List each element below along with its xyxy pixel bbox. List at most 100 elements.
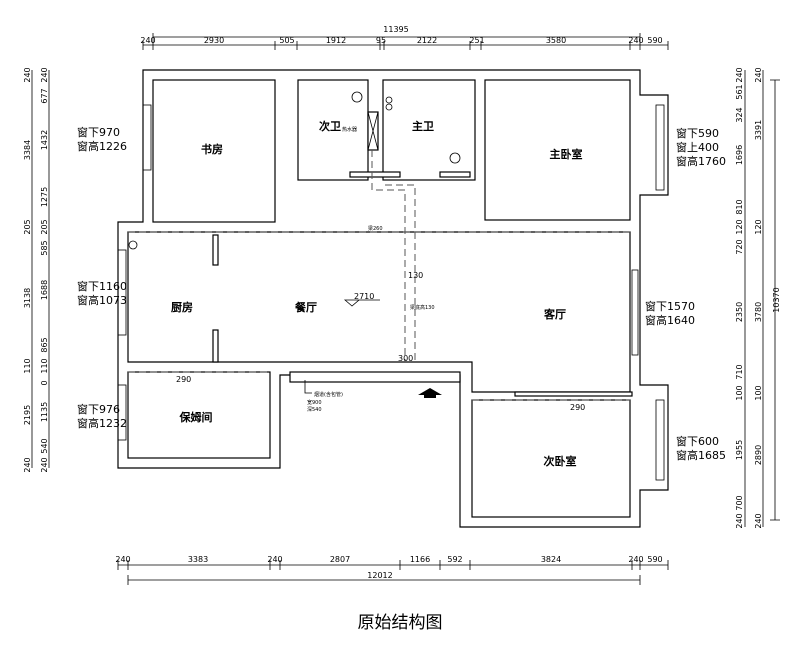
svg-text:120: 120 <box>754 219 763 234</box>
beam-label-right: 290 <box>570 403 585 412</box>
svg-text:240: 240 <box>140 36 155 45</box>
svg-text:窗高1760: 窗高1760 <box>676 154 726 168</box>
svg-text:烟道(含包管): 烟道(含包管) <box>314 391 343 398</box>
svg-text:240: 240 <box>115 555 130 564</box>
bath-door-jamb <box>349 171 401 178</box>
svg-text:505: 505 <box>279 36 294 45</box>
svg-text:窗下590: 窗下590 <box>676 126 719 140</box>
svg-text:窗下600: 窗下600 <box>676 434 719 448</box>
svg-text:540: 540 <box>40 438 49 453</box>
room-label-living: 客厅 <box>543 307 566 321</box>
svg-text:窗下970: 窗下970 <box>77 125 120 139</box>
svg-text:窗下976: 窗下976 <box>77 402 120 416</box>
svg-text:3138: 3138 <box>23 288 32 308</box>
svg-text:100: 100 <box>735 385 744 400</box>
svg-text:1696: 1696 <box>735 145 744 165</box>
svg-text:1166: 1166 <box>410 555 430 564</box>
svg-text:1955: 1955 <box>735 440 744 460</box>
svg-text:3384: 3384 <box>23 140 32 160</box>
kitchen-partition <box>212 234 219 266</box>
svg-text:窗高1226: 窗高1226 <box>77 139 127 153</box>
svg-text:110: 110 <box>23 358 32 373</box>
svg-text:240: 240 <box>40 457 49 472</box>
dim-left-outer: 240 3384 205 3138 110 2195 240 <box>23 67 32 472</box>
window-label-maid-room: 窗下976 窗高1232 <box>77 402 127 430</box>
window-label-second-bedroom: 窗下600 窗高1685 <box>676 434 726 462</box>
bath-door-jamb <box>439 171 471 178</box>
master-bath-room <box>382 79 476 181</box>
room-label-maid-room: 保姆间 <box>179 410 213 424</box>
svg-text:宽900: 宽900 <box>307 399 322 406</box>
svg-text:100: 100 <box>754 385 763 400</box>
water-heater-label: 热水器 <box>342 126 357 133</box>
dim-left-inner: 240 677 1432 1275 205 585 1688 865 110 0… <box>40 67 49 472</box>
dim-right-total: 10370 <box>772 287 781 312</box>
room-label-second-bath: 次卫 <box>319 119 341 133</box>
study-room <box>152 79 276 223</box>
svg-text:窗高1640: 窗高1640 <box>645 313 695 327</box>
svg-text:865: 865 <box>40 337 49 352</box>
beam-label: 梁260 <box>368 225 383 232</box>
ceiling-height-label: 2710 <box>354 292 374 301</box>
window-label-master-bedroom: 窗下590 窗上400 窗高1760 <box>676 126 726 168</box>
dim-top: 240 2930 505 1912 95 2122 251 3580 240 5… <box>140 36 662 45</box>
svg-text:3780: 3780 <box>754 302 763 322</box>
dimension-lines <box>31 33 780 585</box>
svg-text:2807: 2807 <box>330 555 350 564</box>
svg-text:205: 205 <box>23 219 32 234</box>
svg-text:700: 700 <box>735 495 744 510</box>
floor-drain-icon <box>449 152 461 164</box>
pipe-label: 130 <box>408 271 423 280</box>
svg-text:240: 240 <box>754 513 763 528</box>
bedroom-door-wall <box>514 391 633 397</box>
svg-text:2890: 2890 <box>754 445 763 465</box>
svg-text:251: 251 <box>469 36 484 45</box>
svg-text:窗高1073: 窗高1073 <box>77 293 127 307</box>
svg-text:0: 0 <box>40 380 49 385</box>
svg-text:2122: 2122 <box>417 36 437 45</box>
floor-drain-icon <box>351 91 363 103</box>
svg-text:592: 592 <box>447 555 462 564</box>
svg-text:720: 720 <box>735 239 744 254</box>
svg-text:240: 240 <box>40 67 49 82</box>
window-label-study: 窗下970 窗高1226 <box>77 125 127 153</box>
svg-text:240: 240 <box>735 513 744 528</box>
svg-text:2195: 2195 <box>23 405 32 425</box>
svg-text:窗高1685: 窗高1685 <box>676 448 726 462</box>
svg-text:窗下1570: 窗下1570 <box>645 299 695 313</box>
svg-text:1688: 1688 <box>40 280 49 300</box>
svg-text:窗高1232: 窗高1232 <box>77 416 127 430</box>
svg-text:590: 590 <box>647 555 662 564</box>
kitchen-partition <box>212 329 219 363</box>
svg-text:677: 677 <box>40 88 49 103</box>
master-bedroom-room <box>484 79 631 221</box>
door-width-label: 300 <box>398 354 413 363</box>
svg-text:240: 240 <box>754 67 763 82</box>
svg-text:810: 810 <box>735 199 744 214</box>
svg-text:120: 120 <box>735 219 744 234</box>
room-label-second-bedroom: 次卧室 <box>544 454 577 468</box>
beam-height-label: 梁底高130 <box>410 304 435 311</box>
room-label-master-bath: 主卫 <box>412 119 434 133</box>
svg-text:240: 240 <box>23 67 32 82</box>
flue-annotation: 烟道(含包管) 宽900 深540 <box>307 391 343 413</box>
room-label-study: 书房 <box>201 142 223 156</box>
svg-text:590: 590 <box>647 36 662 45</box>
second-bath-room <box>297 79 369 181</box>
svg-text:205: 205 <box>40 219 49 234</box>
dim-right-middle: 240 3391 120 3780 100 2890 240 <box>754 67 763 528</box>
svg-text:1275: 1275 <box>40 187 49 207</box>
svg-text:2930: 2930 <box>204 36 224 45</box>
svg-text:窗下1160: 窗下1160 <box>77 279 127 293</box>
maid-room-room <box>127 371 271 459</box>
drawing-title: 原始结构图 <box>357 613 443 633</box>
room-label-dining: 餐厅 <box>294 300 317 314</box>
entry-corridor <box>289 371 461 383</box>
svg-text:95: 95 <box>376 36 386 45</box>
window-label-kitchen: 窗下1160 窗高1073 <box>77 279 127 307</box>
dim-right-inner: 240 561 324 1696 810 120 720 2350 710 10… <box>735 67 744 528</box>
svg-text:2350: 2350 <box>735 302 744 322</box>
second-bedroom-room <box>471 399 631 518</box>
